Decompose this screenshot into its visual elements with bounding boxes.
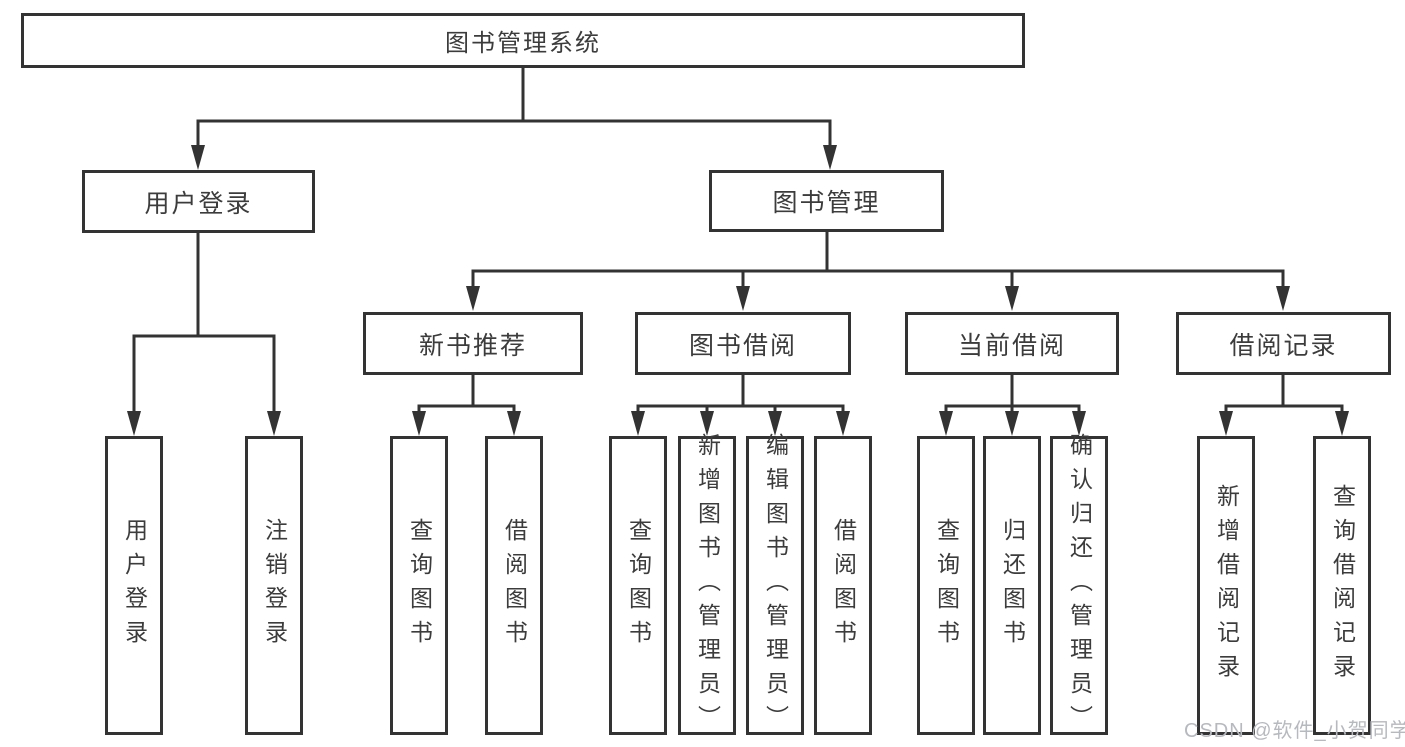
node-book-borrow: 图书借阅 xyxy=(635,312,851,375)
connector-recommend-branch xyxy=(412,375,521,436)
node-new-book-recommend: 新书推荐 xyxy=(363,312,583,375)
node-book-borrow-label: 图书借阅 xyxy=(688,331,797,360)
connector-current-branch xyxy=(939,375,1086,436)
connector-record-branch xyxy=(1219,375,1349,436)
leaf-return-book: 归还图书 xyxy=(983,436,1041,735)
node-borrow-record-label: 借阅记录 xyxy=(1229,331,1338,360)
node-root: 图书管理系统 xyxy=(21,13,1025,68)
connector-borrow-branch xyxy=(631,375,850,436)
leaf-edit-book-admin-label: 编辑图书（管理员） xyxy=(762,432,789,739)
connector-root-to-level2 xyxy=(191,68,837,170)
leaf-user-login: 用户登录 xyxy=(105,436,163,735)
node-user-login-group-label: 用户登录 xyxy=(144,189,253,218)
leaf-confirm-return-admin: 确认归还（管理员） xyxy=(1050,433,1108,739)
leaf-recommend-borrow-book-label: 借阅图书 xyxy=(501,517,528,654)
leaf-query-borrow-record: 查询借阅记录 xyxy=(1313,436,1371,735)
leaf-logout: 注销登录 xyxy=(245,436,303,735)
leaf-confirm-return-admin-label: 确认归还（管理员） xyxy=(1066,432,1093,739)
leaf-add-borrow-record: 新增借阅记录 xyxy=(1197,436,1255,735)
node-current-borrow-label: 当前借阅 xyxy=(957,331,1066,360)
leaf-edit-book-admin: 编辑图书（管理员） xyxy=(746,433,804,739)
node-borrow-record: 借阅记录 xyxy=(1176,312,1391,375)
connector-book-mgmt-branch xyxy=(466,232,1290,311)
leaf-return-book-label: 归还图书 xyxy=(999,517,1026,654)
node-current-borrow: 当前借阅 xyxy=(905,312,1119,375)
leaf-current-query-book-label: 查询图书 xyxy=(933,517,960,654)
connector-user-login-branch xyxy=(127,233,281,436)
node-book-management-label: 图书管理 xyxy=(772,189,881,217)
leaf-borrow-book: 借阅图书 xyxy=(814,436,872,735)
leaf-borrow-book-label: 借阅图书 xyxy=(830,517,857,654)
leaf-user-login-label: 用户登录 xyxy=(121,517,148,654)
leaf-borrow-query-book: 查询图书 xyxy=(609,436,667,735)
leaf-borrow-query-book-label: 查询图书 xyxy=(625,517,652,654)
csdn-watermark: CSDN @软件_小贺同学 xyxy=(1184,720,1405,742)
leaf-add-book-admin: 新增图书（管理员） xyxy=(678,433,736,739)
leaf-current-query-book: 查询图书 xyxy=(917,436,975,735)
leaf-logout-label: 注销登录 xyxy=(261,517,288,654)
leaf-recommend-query-book: 查询图书 xyxy=(390,436,448,735)
node-root-label: 图书管理系统 xyxy=(445,30,601,57)
node-book-management: 图书管理 xyxy=(709,170,944,232)
leaf-query-borrow-record-label: 查询借阅记录 xyxy=(1329,483,1356,688)
node-user-login-group: 用户登录 xyxy=(82,170,315,233)
leaf-add-book-admin-label: 新增图书（管理员） xyxy=(694,432,721,739)
node-new-book-recommend-label: 新书推荐 xyxy=(418,331,527,360)
leaf-recommend-borrow-book: 借阅图书 xyxy=(485,436,543,735)
leaf-add-borrow-record-label: 新增借阅记录 xyxy=(1213,483,1240,688)
leaf-recommend-query-book-label: 查询图书 xyxy=(406,517,433,654)
